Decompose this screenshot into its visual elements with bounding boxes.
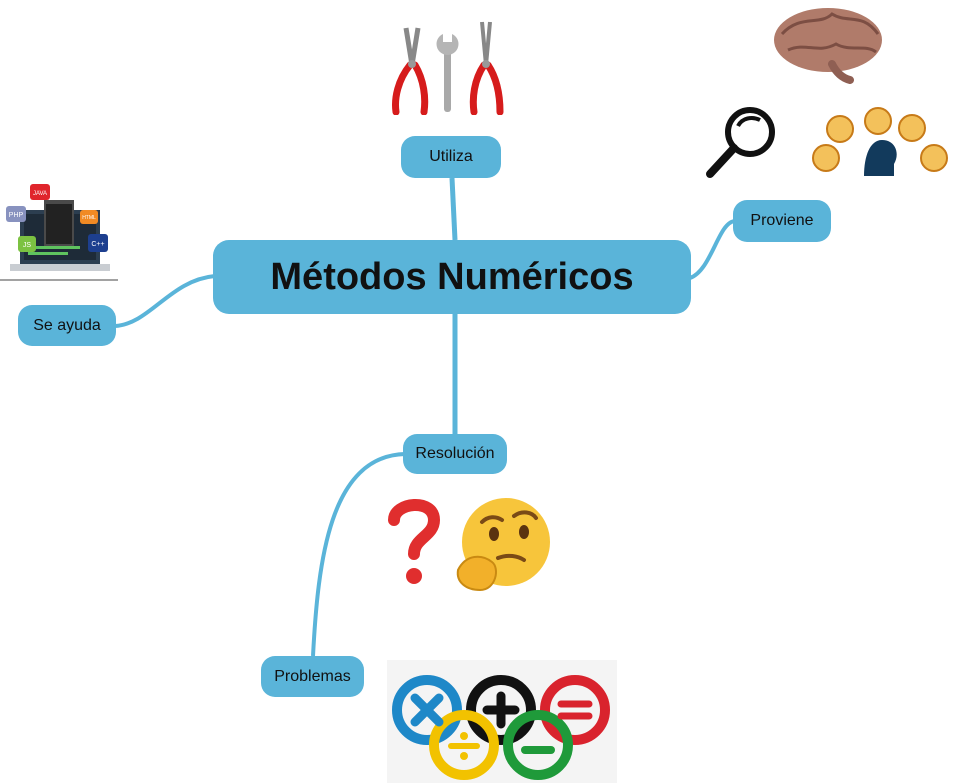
connector-proviene — [689, 219, 736, 280]
branch-resolucion[interactable]: Resolución — [403, 434, 507, 474]
child-thinking-icon — [812, 107, 948, 176]
central-topic[interactable]: Métodos Numéricos — [213, 240, 691, 314]
pliers-icon — [392, 27, 429, 115]
branch-proviene[interactable]: Proviene — [733, 200, 831, 242]
wrench-icon — [436, 30, 459, 112]
branch-utiliza[interactable]: Utiliza — [401, 136, 501, 178]
magnifier-icon — [706, 107, 775, 178]
needle-pliers-icon — [469, 21, 504, 115]
js-badge-label: JS — [23, 242, 32, 249]
math-rings-icon — [387, 660, 617, 783]
java-badge-label: JAVA — [33, 191, 47, 197]
branch-problemas[interactable]: Problemas — [261, 656, 364, 697]
brain-icon — [774, 8, 882, 84]
laptop-code-icon: JAVA PHP HTML JS C++ — [0, 184, 118, 281]
question-mark-icon — [388, 499, 441, 584]
connector-problemas — [311, 452, 406, 657]
thinking-face-icon — [456, 498, 550, 592]
connector-se-ayuda — [114, 274, 216, 328]
html-badge-label: HTML — [82, 215, 96, 221]
branch-se-ayuda[interactable]: Se ayuda — [18, 305, 116, 346]
connector-utiliza — [449, 177, 458, 241]
php-badge-label: PHP — [9, 212, 24, 219]
cpp-badge-label: C++ — [91, 241, 104, 248]
tools-icon — [392, 21, 504, 115]
